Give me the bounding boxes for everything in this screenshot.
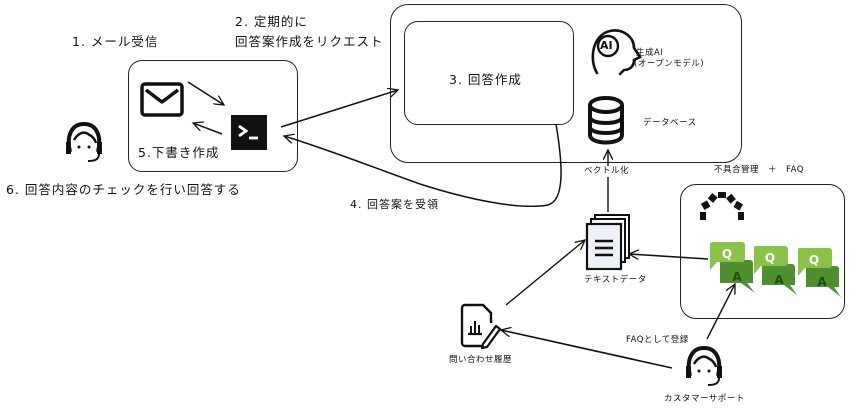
step2-label-line1: 2. 定期的に	[235, 14, 308, 29]
step1-label: 1. メール受信	[72, 34, 159, 49]
mail-icon	[140, 82, 184, 117]
issue-faq-label: 不具合管理 ＋ FAQ	[714, 165, 804, 175]
text-documents-icon	[585, 214, 630, 271]
inquiry-history-icon	[460, 303, 502, 350]
svg-text:A: A	[732, 270, 742, 284]
ai-head-icon	[591, 29, 642, 76]
step5-label: 5.下書き作成	[138, 145, 220, 160]
qa-bubble: Q A	[709, 242, 755, 293]
customer-support-icon	[686, 345, 722, 386]
arrow-request-to-server	[280, 90, 398, 128]
terminal-icon	[231, 115, 267, 150]
step2-label-line2: 回答案作成をリクエスト	[235, 34, 384, 49]
faq-qa-icons: Q A Q A Q A	[709, 242, 841, 297]
arrow-support-to-faq	[706, 284, 735, 340]
arrow-mail-to-terminal	[187, 81, 224, 105]
step3-label: 3. 回答作成	[449, 72, 522, 87]
answer-generation-box	[404, 21, 574, 125]
arrow-terminal-to-mail	[193, 123, 223, 135]
issue-faq-box	[680, 184, 845, 319]
mail-client-box	[128, 60, 298, 172]
qa-bubble: Q A	[797, 248, 841, 297]
arrow-faq-to-textdata	[629, 254, 709, 260]
database-label: データベース	[643, 118, 697, 128]
svg-text:A: A	[817, 275, 827, 289]
inquiry-history-label: 問い合わせ履歴	[449, 355, 513, 365]
ai-label-line1: 生成AI	[636, 48, 664, 58]
svg-text:A: A	[774, 273, 784, 287]
ai-label-line2: (オープンモデル)	[634, 59, 705, 69]
step4-label: 4. 回答案を受領	[350, 198, 439, 211]
arrow-support-to-history	[501, 330, 673, 369]
database-icon	[588, 96, 624, 145]
customer-support-label: カスタマーサポート	[664, 394, 745, 404]
support-agent-icon	[66, 121, 102, 162]
step6-label: 6. 回答内容のチェックを行い回答する	[6, 182, 241, 197]
text-data-label: テキストデータ	[584, 275, 647, 285]
svg-text:Q: Q	[765, 251, 775, 265]
issue-tracker-icon	[700, 192, 744, 220]
vectorize-label: ベクトル化	[584, 166, 630, 177]
server-box	[390, 4, 742, 163]
svg-text:Q: Q	[809, 253, 819, 267]
ai-icon-text: AI	[600, 39, 613, 52]
register-faq-label: FAQとして登録	[626, 335, 689, 345]
svg-text:Q: Q	[722, 247, 732, 261]
arrow-history-to-textdata	[505, 240, 585, 306]
qa-bubble: Q A	[753, 246, 797, 295]
arrow-answer-to-terminal	[284, 123, 562, 208]
